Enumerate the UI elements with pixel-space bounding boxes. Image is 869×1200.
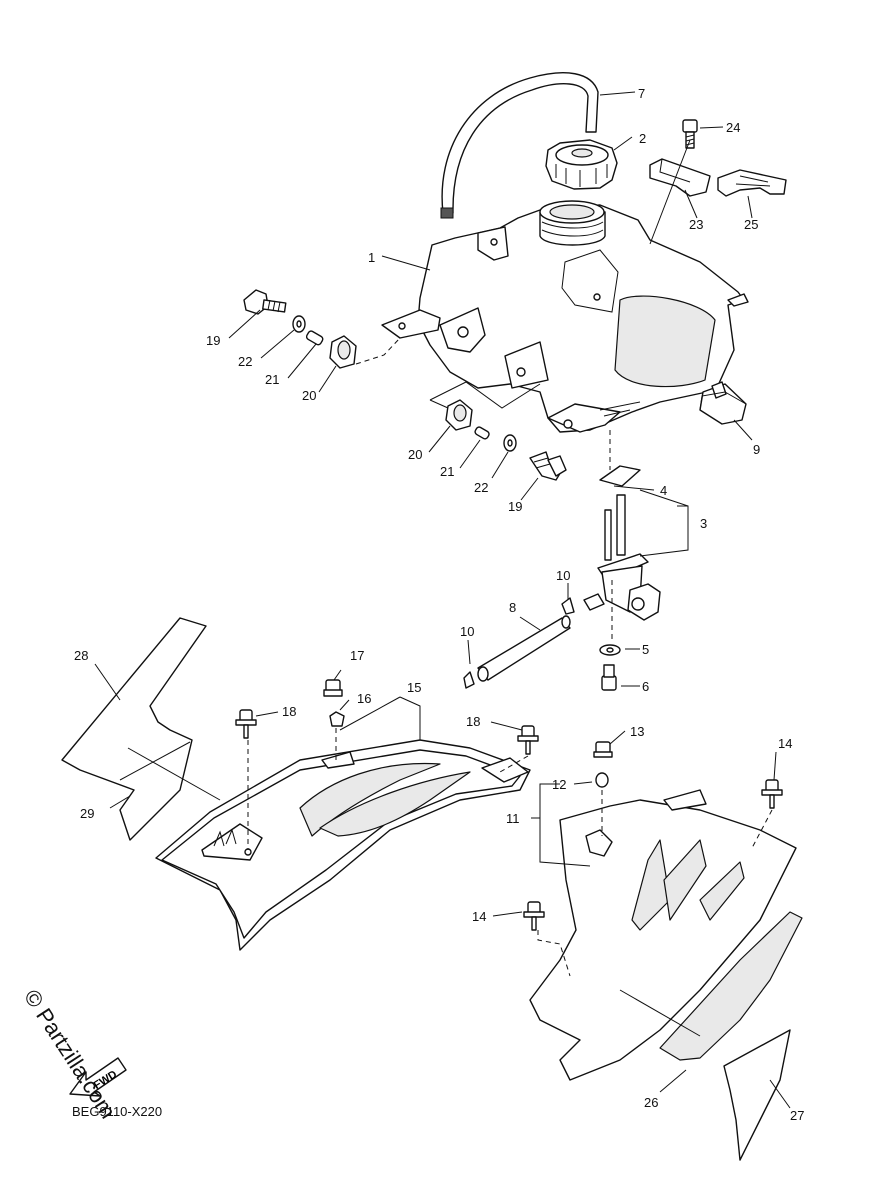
callout-14b: 14 (472, 909, 486, 924)
lower-mount-hardware (445, 399, 567, 481)
callout-6: 6 (642, 679, 649, 694)
callout-1: 1 (368, 250, 375, 265)
callout-28: 28 (74, 648, 88, 663)
breather-hose-part (440, 72, 599, 219)
callout-10b: 10 (460, 624, 474, 639)
callout-16: 16 (357, 691, 371, 706)
callout-19a: 19 (206, 333, 220, 348)
upper-mount-hardware (243, 289, 357, 369)
fasteners-11 (523, 741, 783, 931)
callout-24: 24 (726, 120, 740, 135)
callout-25: 25 (744, 217, 758, 232)
bracket-part-23 (649, 158, 711, 197)
callout-5: 5 (642, 642, 649, 657)
callout-15: 15 (407, 680, 421, 695)
callout-8: 8 (509, 600, 516, 615)
callout-9: 9 (753, 442, 760, 457)
callout-23: 23 (689, 217, 703, 232)
callout-29: 29 (80, 806, 94, 821)
callout-21b: 21 (440, 464, 454, 479)
callout-21a: 21 (265, 372, 279, 387)
decal-part-28-29 (61, 617, 207, 841)
damper-part-9 (699, 381, 747, 425)
callout-26: 26 (644, 1095, 658, 1110)
callout-18a: 18 (282, 704, 296, 719)
clip-part-25 (717, 169, 787, 197)
callout-14a: 14 (778, 736, 792, 751)
callout-20b: 20 (408, 447, 422, 462)
callout-19b: 19 (508, 499, 522, 514)
callout-4: 4 (660, 483, 667, 498)
leader-lines (94, 91, 791, 1109)
fuel-hose-part (463, 597, 575, 689)
callout-17: 17 (350, 648, 364, 663)
callout-labels: 7 2 24 23 25 1 19 22 21 20 20 21 22 19 9… (74, 86, 804, 1123)
callout-3: 3 (700, 516, 707, 531)
callout-27: 27 (790, 1108, 804, 1123)
callout-10a: 10 (556, 568, 570, 583)
fuel-cap-part (545, 139, 618, 190)
callout-11: 11 (506, 811, 520, 826)
callout-2: 2 (639, 131, 646, 146)
callout-13: 13 (630, 724, 644, 739)
fasteners-15 (235, 679, 539, 755)
diagram-code: BEG9110-X220 (72, 1104, 163, 1119)
callout-22a: 22 (238, 354, 252, 369)
callout-22b: 22 (474, 480, 488, 495)
callout-18b: 18 (466, 714, 480, 729)
callout-12: 12 (552, 777, 566, 792)
fuel-cock-part (583, 465, 661, 691)
screw-part-24 (682, 119, 698, 149)
right-side-cover-part (529, 789, 803, 1161)
callout-7: 7 (638, 86, 645, 101)
left-side-cover-part (155, 739, 531, 951)
callout-20a: 20 (302, 388, 316, 403)
fuel-tank-part (381, 200, 749, 433)
